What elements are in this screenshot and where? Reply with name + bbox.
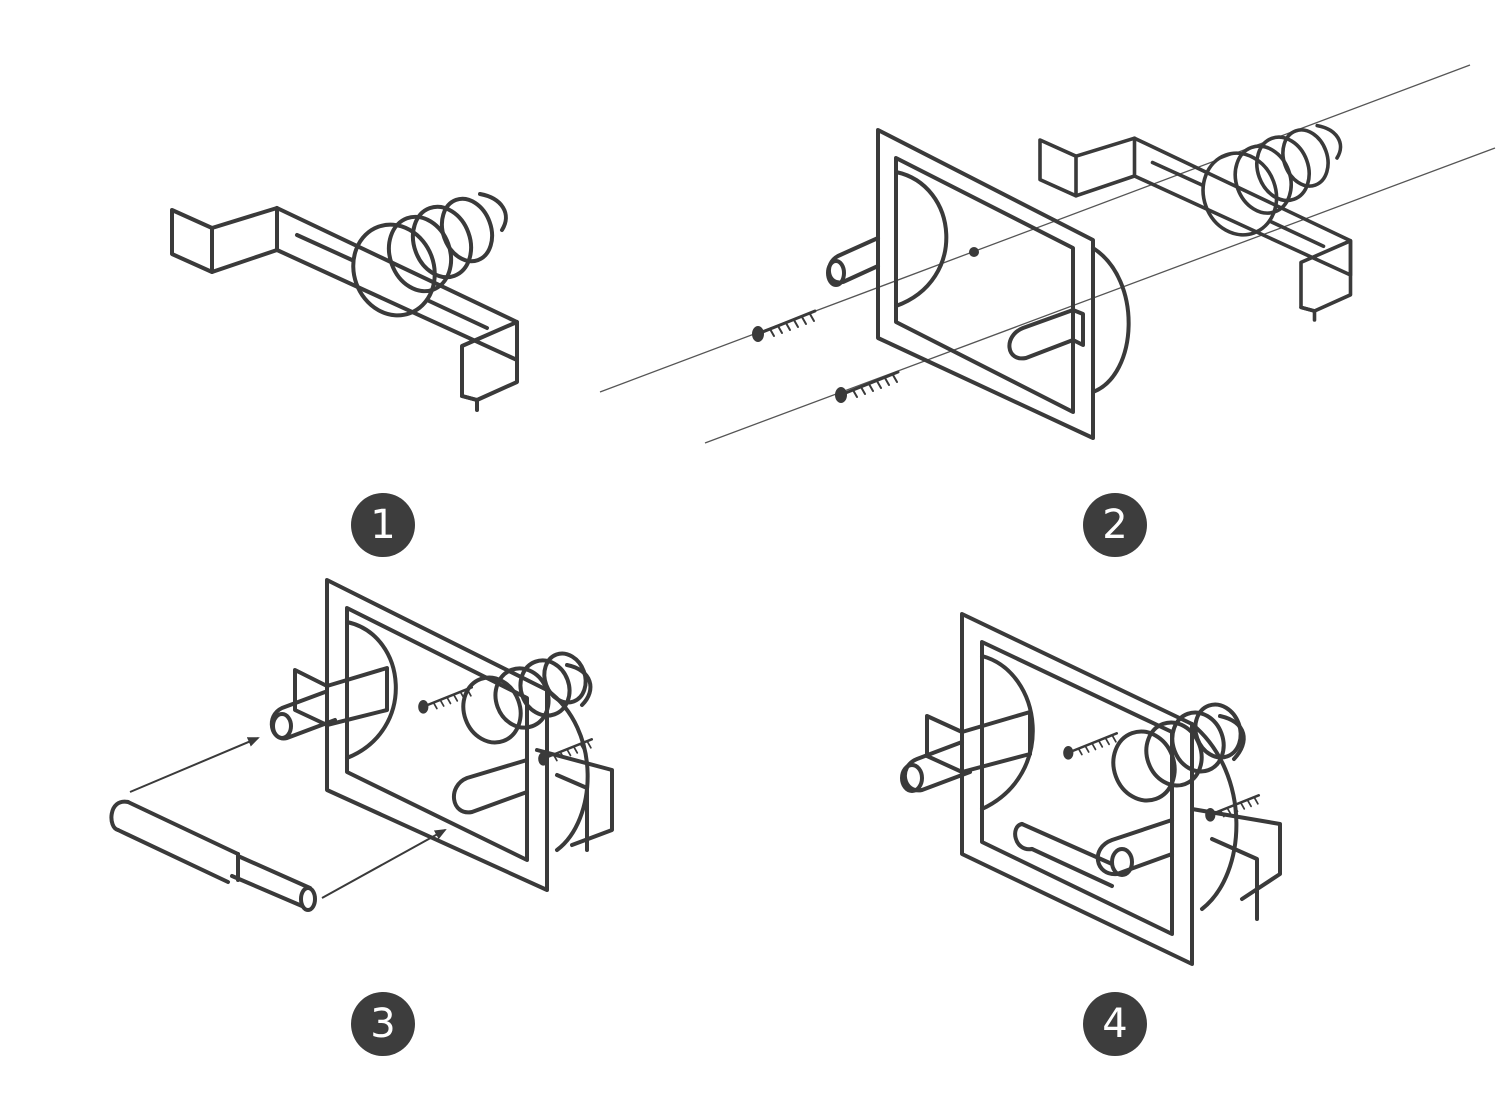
step-3-number: 3 (370, 1001, 396, 1047)
step-2-number: 2 (1102, 502, 1128, 548)
step-3-badge: 3 (351, 992, 415, 1056)
step-1-number: 1 (370, 502, 396, 548)
step-1-badge: 1 (351, 493, 415, 557)
step-4-number: 4 (1102, 1001, 1128, 1047)
step-3-illustration (109, 578, 614, 912)
step-2-badge: 2 (1083, 493, 1147, 557)
step-4-illustration (900, 612, 1282, 966)
step-2-illustration (599, 64, 1496, 444)
step-1-illustration (170, 189, 519, 412)
step-4-badge: 4 (1083, 992, 1147, 1056)
